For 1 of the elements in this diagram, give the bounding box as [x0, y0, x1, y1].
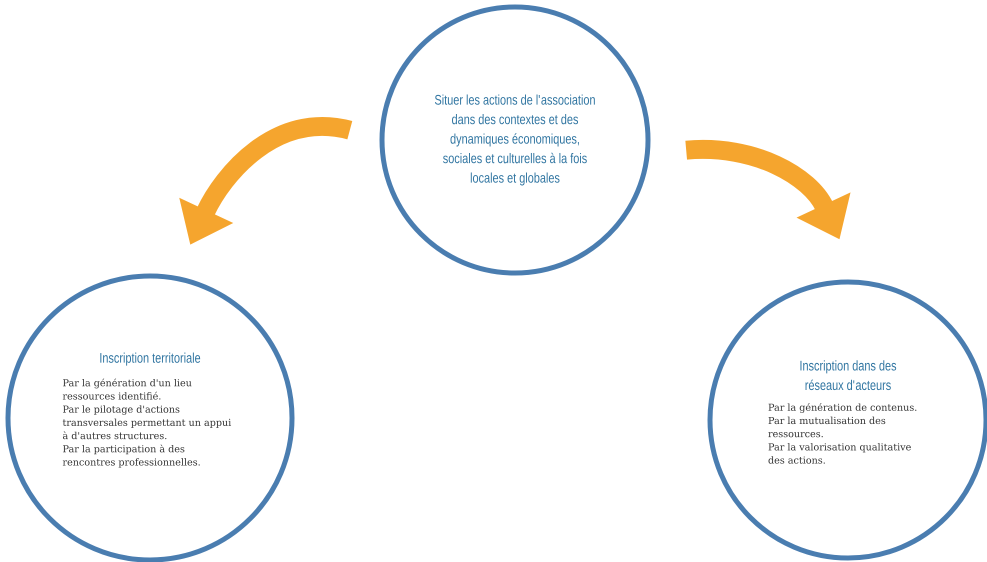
circle-node: Situer les actions de l'association dans des contextes et des dynamiques économiques, sociales et culturelles à la fois locales et globales — [380, 4, 650, 276]
